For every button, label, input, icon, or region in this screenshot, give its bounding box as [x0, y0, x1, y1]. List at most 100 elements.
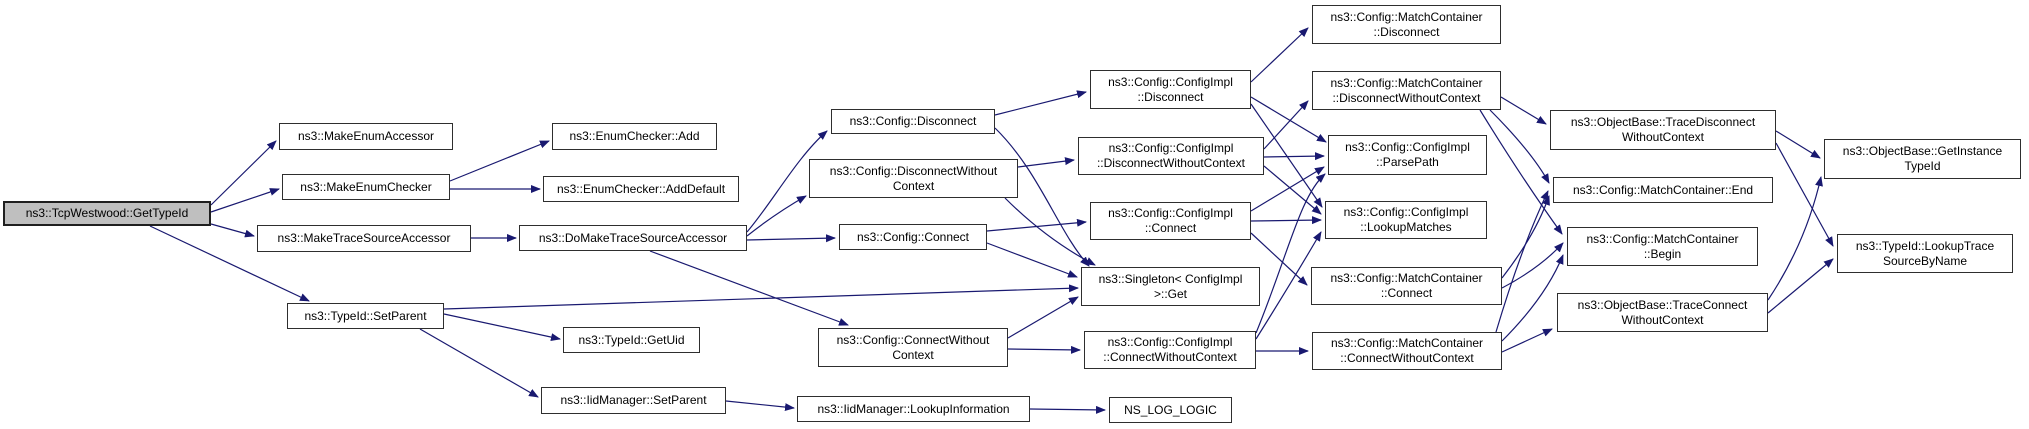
edge-C5-D5: [725, 400, 795, 412]
node-maketracesourceaccessor[interactable]: ns3::MakeTraceSourceAccessor: [257, 225, 471, 252]
node-makeenumaccessor[interactable]: ns3::MakeEnumAccessor: [279, 123, 453, 150]
edge-E1-F1: [1250, 27, 1309, 83]
node-label: ns3::TypeId::GetUid: [578, 332, 685, 347]
edge-D4-E4: [1007, 296, 1079, 339]
edge-F2-G2: [1489, 109, 1550, 184]
edge-B4-E4: [443, 284, 1079, 310]
node-label: ns3::TypeId::LookupTrace: [1855, 238, 1995, 253]
edge-B4-C5: [419, 328, 539, 398]
node-enumchecker-adddefault[interactable]: ns3::EnumChecker::AddDefault: [543, 176, 739, 202]
edges-group: [149, 27, 1834, 414]
node-iidmanager-setparent[interactable]: ns3::IidManager::SetParent: [541, 387, 726, 414]
node-label: Context: [892, 178, 935, 193]
edge-D4-E5: [1007, 345, 1081, 354]
edge-B2-C1: [449, 140, 550, 182]
node-label: ns3::Config::ConfigImpl: [1108, 74, 1233, 89]
edge-F2-G3: [1479, 109, 1563, 235]
node-label: ::Connect: [1144, 221, 1197, 235]
node-configimpl-parsepath[interactable]: ns3::Config::ConfigImpl::ParsePath: [1328, 135, 1487, 175]
edge-A-B1: [210, 140, 277, 206]
node-configimpl-lookupmatches[interactable]: ns3::Config::ConfigImpl::LookupMatches: [1325, 201, 1487, 239]
edge-G4-H2: [1767, 258, 1834, 314]
edge-E1-F3: [1250, 96, 1327, 143]
node-matchcontainer-begin[interactable]: ns3::Config::MatchContainer::Begin: [1567, 227, 1758, 266]
node-domaketracesourceaccessor[interactable]: ns3::DoMakeTraceSourceAccessor: [519, 225, 747, 251]
edge-F6-G4: [1501, 328, 1553, 353]
node-label: ns3::Config::Disconnect: [849, 114, 977, 128]
node-label: ::ConnectWithoutContext: [1103, 350, 1237, 364]
node-makeenumchecker[interactable]: ns3::MakeEnumChecker: [282, 174, 450, 200]
node-label: ns3::Config::MatchContainer: [1330, 336, 1484, 350]
node-label: ::Disconnect: [1137, 89, 1204, 104]
node-label: ns3::TcpWestwood::GetTypeId: [25, 206, 189, 220]
node-configimpl-connect[interactable]: ns3::Config::ConfigImpl::Connect: [1090, 202, 1251, 240]
node-configimpl-connectwithoutcontext[interactable]: ns3::Config::ConfigImpl::ConnectWithoutC…: [1084, 331, 1256, 369]
node-label: TypeId: [1904, 159, 1941, 173]
node-label: ns3::MakeEnumAccessor: [297, 129, 435, 143]
node-typeid-getuid[interactable]: ns3::TypeId::GetUid: [563, 327, 700, 353]
node-label: ::ConnectWithoutContext: [1340, 351, 1474, 365]
edge-F6-G3: [1501, 254, 1564, 342]
node-matchcontainer-connect[interactable]: ns3::Config::MatchContainer::Connect: [1311, 267, 1502, 305]
edge-F5-G2: [1501, 195, 1550, 279]
edge-E2-F3: [1263, 152, 1325, 161]
edge-F2-G1: [1500, 96, 1547, 125]
node-label: ns3::MakeTraceSourceAccessor: [277, 231, 451, 245]
node-iidmanager-lookupinformation[interactable]: ns3::IidManager::LookupInformation: [797, 396, 1030, 422]
node-ns-log-logic[interactable]: NS_LOG_LOGIC: [1109, 397, 1232, 423]
node-singleton-configimpl-get[interactable]: ns3::Singleton< ConfigImpl>::Get: [1081, 267, 1260, 306]
edge-D5-E6: [1029, 405, 1106, 414]
edge-C3-D1: [746, 130, 828, 233]
node-config-connect[interactable]: ns3::Config::Connect: [839, 224, 987, 250]
node-label: ns3::Config::ConfigImpl: [1108, 141, 1234, 155]
edge-D1-E4: [994, 127, 1090, 267]
edge-G4-H1: [1767, 176, 1823, 301]
node-label: ns3::Singleton< ConfigImpl: [1098, 271, 1243, 286]
node-label: ns3::Config::ConfigImpl: [1343, 205, 1469, 219]
node-configimpl-disconnect[interactable]: ns3::Config::ConfigImpl::Disconnect: [1090, 70, 1251, 109]
node-tcpwestwood-gettypeid[interactable]: ns3::TcpWestwood::GetTypeId: [3, 201, 211, 226]
node-label: ns3::Config::MatchContainer: [1330, 75, 1483, 90]
edge-B4-C4: [443, 313, 561, 342]
node-matchcontainer-disconnectwithoutcontext[interactable]: ns3::Config::MatchContainer::DisconnectW…: [1312, 71, 1501, 110]
node-matchcontainer-connectwithoutcontext[interactable]: ns3::Config::MatchContainer::ConnectWith…: [1312, 332, 1502, 370]
node-label: ns3::DoMakeTraceSourceAccessor: [538, 230, 728, 245]
edge-G1-H2: [1775, 142, 1834, 247]
edge-D2-E4: [1004, 197, 1096, 266]
node-label: Context: [892, 347, 934, 362]
node-matchcontainer-end[interactable]: ns3::Config::MatchContainer::End: [1553, 177, 1773, 203]
edge-D3-E3: [986, 218, 1087, 232]
edge-F6-G2: [1495, 190, 1549, 333]
node-enumchecker-add[interactable]: ns3::EnumChecker::Add: [552, 123, 717, 150]
node-label: ns3::MakeEnumChecker: [300, 179, 432, 194]
node-label: WithoutContext: [1621, 130, 1705, 144]
node-typeid-setparent[interactable]: ns3::TypeId::SetParent: [287, 303, 444, 329]
node-label: ns3::Config::MatchContainer: [1586, 231, 1739, 246]
node-label: ns3::TypeId::SetParent: [304, 308, 427, 323]
node-label: ns3::IidManager::SetParent: [560, 393, 707, 407]
edge-A-B4: [149, 225, 310, 302]
node-label: ::Connect: [1380, 286, 1433, 300]
edge-E3-F3: [1250, 166, 1325, 212]
node-label: ns3::Config::MatchContainer: [1330, 271, 1483, 285]
node-label: ::Begin: [1643, 246, 1682, 261]
edge-G1-H1: [1775, 130, 1821, 159]
node-configimpl-disconnectwithoutcontext[interactable]: ns3::Config::ConfigImpl::DisconnectWitho…: [1078, 137, 1264, 175]
edge-D2-E2: [1017, 157, 1075, 168]
edge-E2-F2: [1263, 100, 1309, 150]
edge-A-B3: [210, 223, 255, 238]
edge-C3-D4: [649, 250, 849, 326]
node-matchcontainer-disconnect[interactable]: ns3::Config::MatchContainer::Disconnect: [1312, 5, 1501, 44]
edge-D3-E4: [986, 242, 1078, 278]
node-label: >::Get: [1153, 286, 1188, 301]
node-config-disconnect[interactable]: ns3::Config::Disconnect: [831, 109, 995, 134]
edge-E3-F4: [1250, 216, 1322, 225]
